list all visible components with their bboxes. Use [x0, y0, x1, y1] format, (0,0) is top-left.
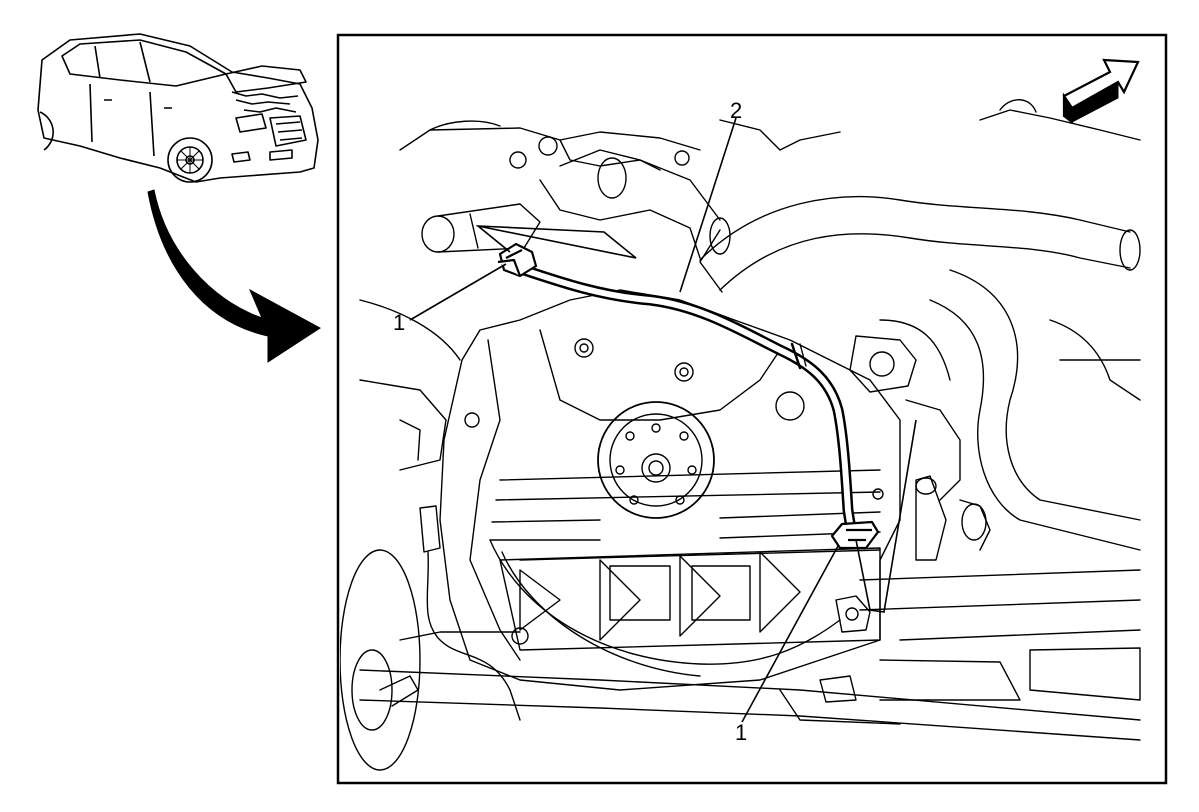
- engine-assembly: [340, 99, 1141, 771]
- forward-arrow-icon: [1062, 58, 1140, 125]
- car-open-hood-icon: [37, 33, 319, 183]
- curved-pointer-arrow-icon: [147, 189, 321, 363]
- callout-1-lower: 1: [735, 720, 747, 745]
- callout-leaders: [409, 117, 917, 723]
- detail-frame: [336, 33, 1168, 785]
- callout-1-upper: 1: [393, 310, 405, 335]
- hose-clamp-lower: [830, 520, 880, 550]
- callout-2: 2: [730, 98, 742, 123]
- coolant-hose: [506, 260, 860, 546]
